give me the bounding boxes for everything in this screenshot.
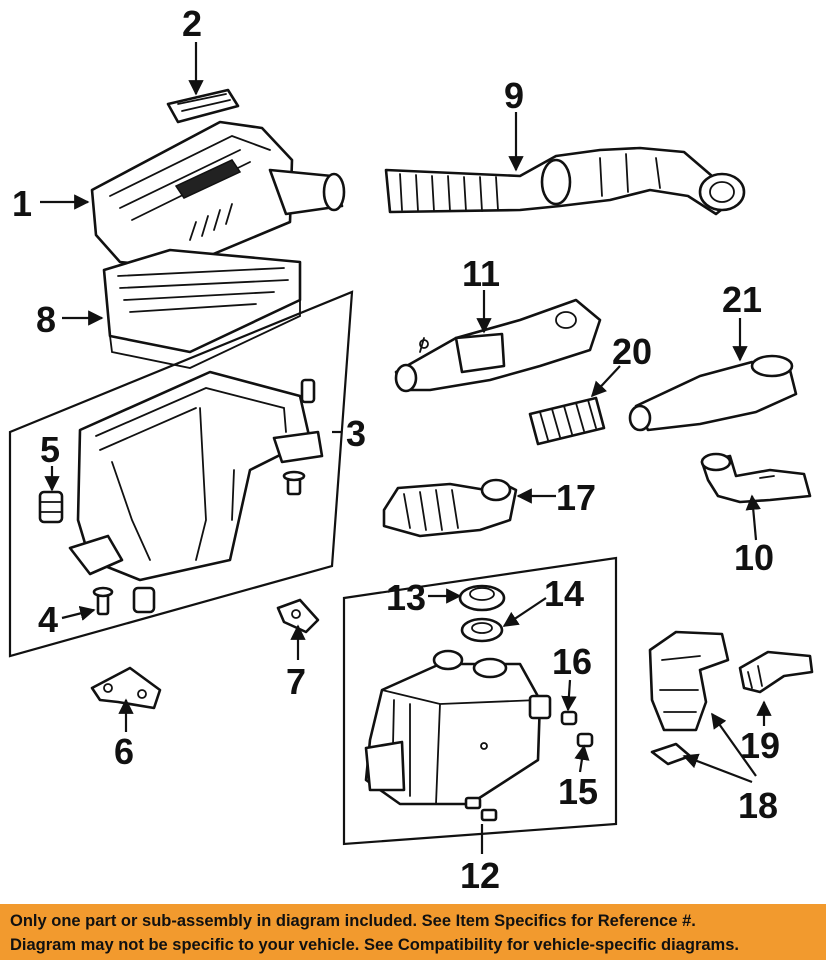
callout-2: 2 bbox=[182, 3, 202, 44]
disclaimer-line-1: Only one part or sub-assembly in diagram… bbox=[10, 912, 696, 930]
callout-5: 5 bbox=[40, 429, 60, 470]
part-1-upper-cover bbox=[90, 120, 346, 270]
part-19-bracket bbox=[738, 650, 814, 694]
part-15-fastener bbox=[576, 732, 594, 748]
group-3-frame bbox=[8, 290, 354, 658]
part-3-lower-case bbox=[68, 370, 324, 582]
callout-numbers: 1 2 3 4 5 6 7 8 9 10 11 12 13 14 15 16 1… bbox=[12, 3, 780, 896]
callout-7: 7 bbox=[286, 661, 306, 702]
callout-12: 12 bbox=[460, 855, 500, 896]
callout-4: 4 bbox=[38, 599, 58, 640]
callout-10: 10 bbox=[734, 537, 774, 578]
callout-8: 8 bbox=[36, 299, 56, 340]
part-10-elbow bbox=[700, 452, 812, 504]
part-9-intake-hose bbox=[384, 146, 746, 216]
callout-18: 18 bbox=[738, 785, 778, 826]
callout-17: 17 bbox=[556, 477, 596, 518]
leader-lines bbox=[40, 42, 772, 854]
callout-20: 20 bbox=[612, 331, 652, 372]
disclaimer-line-2: Diagram may not be specific to your vehi… bbox=[10, 936, 739, 954]
callout-11: 11 bbox=[462, 253, 500, 294]
callout-15: 15 bbox=[558, 771, 598, 812]
part-14-seal bbox=[460, 617, 504, 643]
part-3-hardware bbox=[282, 378, 316, 496]
part-2-strip bbox=[166, 88, 240, 124]
part-8-filter-element bbox=[102, 248, 302, 369]
part-20-bellows bbox=[528, 396, 606, 446]
callout-3: 3 bbox=[346, 413, 366, 454]
group-12-frame bbox=[342, 556, 618, 846]
part-13-cap bbox=[458, 584, 506, 612]
callout-21: 21 bbox=[722, 279, 762, 320]
part-7-clip bbox=[276, 598, 320, 634]
callout-16: 16 bbox=[552, 641, 592, 682]
part-12-chamber bbox=[364, 649, 552, 822]
part-5-grommet bbox=[38, 490, 64, 524]
parts-diagram: 1 2 3 4 5 6 7 8 9 10 11 12 13 14 15 16 1… bbox=[8, 3, 814, 896]
part-6-bracket bbox=[90, 666, 162, 710]
part-21-resonator bbox=[628, 354, 798, 432]
part-4-bolt bbox=[92, 586, 156, 616]
part-18-hose bbox=[648, 630, 730, 766]
callout-6: 6 bbox=[114, 731, 134, 772]
part-16-fastener bbox=[560, 710, 578, 726]
part-11-duct bbox=[394, 298, 602, 393]
callout-13: 13 bbox=[386, 577, 426, 618]
callout-19: 19 bbox=[740, 725, 780, 766]
part-17-duct bbox=[382, 478, 518, 538]
callout-9: 9 bbox=[504, 75, 524, 116]
callout-1: 1 bbox=[12, 183, 32, 224]
disclaimer-banner: Only one part or sub-assembly in diagram… bbox=[0, 904, 826, 960]
callout-14: 14 bbox=[544, 573, 584, 614]
